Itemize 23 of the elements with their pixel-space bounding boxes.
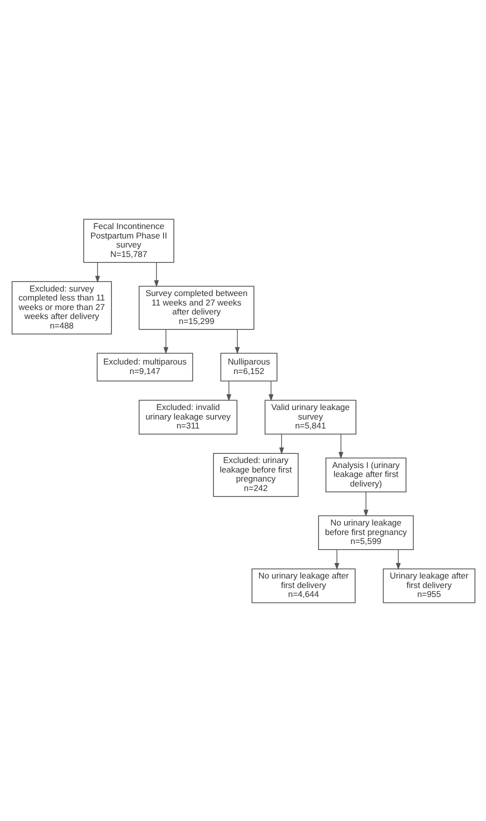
arrow (338, 433, 343, 458)
node-box: Excluded: invalid urinary leakage survey n=311 (138, 399, 237, 434)
node-box: Excluded: multiparous n=9,147 (96, 352, 193, 381)
arrow (154, 262, 158, 287)
node-box: Urinary leakage after first delivery n=955 (382, 568, 475, 603)
arrow (94, 262, 100, 282)
arrow (278, 433, 284, 454)
node-box: Survey completed between 11 weeks and 27 weeks after delivery n=15,299 (138, 285, 254, 330)
arrow (226, 380, 231, 401)
node-box: No urinary leakage before first pregnancy n=5,599 (318, 514, 414, 550)
node-box: Valid urinary leakage survey n=5,841 (264, 399, 356, 434)
arrow (395, 548, 400, 570)
node-box: No urinary leakage after first delivery n=4,644 (251, 568, 356, 603)
node-box: Excluded: survey completed less than 11 weeks or more than 27 weeks after delivery n=488 (11, 280, 112, 334)
arrow (334, 548, 339, 570)
arrow (363, 491, 368, 516)
arrow (268, 380, 273, 401)
node-box: Excluded: urinary leakage before first pregnancy n=242 (212, 452, 298, 496)
arrow (162, 328, 168, 354)
arrow (234, 328, 240, 354)
node-box: Nulliparous n=6,152 (220, 352, 277, 381)
node-box: Fecal Incontinence Postpartum Phase II survey N=15,787 (82, 218, 174, 262)
node-box: Analysis I (urinary leakage after first delivery) (325, 457, 406, 492)
